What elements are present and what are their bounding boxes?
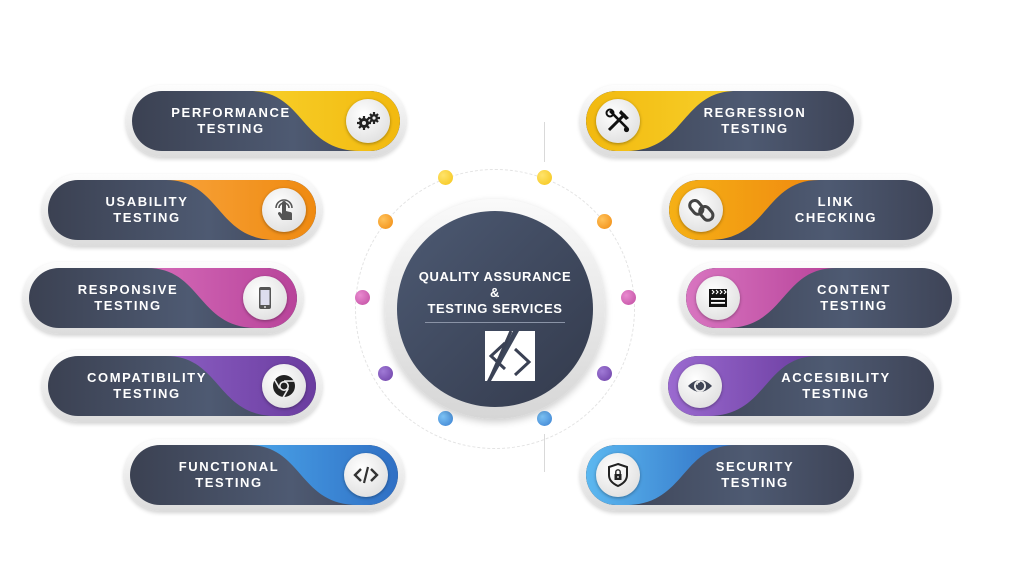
chrome-browser-icon: [262, 364, 306, 408]
orbit-dot-magenta: [355, 290, 370, 305]
service-label: TESTING: [721, 475, 789, 490]
service-label: CHECKING: [794, 210, 878, 225]
service-label: RESPONSIVE: [77, 282, 179, 297]
gears-icon: [346, 99, 390, 143]
code-tag-icon: [344, 453, 388, 497]
eye-icon: [678, 364, 722, 408]
orbit-ring: [355, 169, 635, 449]
orbit-dot-purple: [378, 366, 393, 381]
orbit-dot-blue: [537, 411, 552, 426]
service-label: TESTING: [195, 475, 263, 490]
chain-link-icon: [679, 188, 723, 232]
service-label: TESTING: [802, 386, 870, 401]
center-hub: QUALITY ASSURANCE & TESTING SERVICES: [385, 199, 605, 419]
service-label: REGRESSION: [703, 105, 807, 120]
orbit-dot-yellow: [537, 170, 552, 185]
shield-lock-icon: [596, 453, 640, 497]
touch-hand-icon: [262, 188, 306, 232]
service-label: TESTING: [820, 298, 888, 313]
orbit-dot-yellow: [438, 170, 453, 185]
service-label: CONTENT: [816, 282, 892, 297]
orbit-dot-blue: [438, 411, 453, 426]
clapperboard-icon: [696, 276, 740, 320]
service-label: TESTING: [94, 298, 162, 313]
center-title-line: QUALITY ASSURANCE: [418, 269, 572, 284]
hammer-wrench-icon: [596, 99, 640, 143]
center-title-line: &: [490, 285, 500, 300]
service-label: LINK: [817, 194, 855, 209]
service-label: COMPATIBILITY: [87, 370, 207, 385]
connector-line-top: [544, 122, 545, 162]
service-label: FUNCTIONAL: [178, 459, 280, 474]
service-label: SECURITY: [715, 459, 795, 474]
service-label: TESTING: [197, 121, 265, 136]
service-label: ACCESIBILITY: [781, 370, 891, 385]
orbit-dot-magenta: [621, 290, 636, 305]
service-label: USABILITY: [105, 194, 189, 209]
center-title: QUALITY ASSURANCE & TESTING SERVICES: [397, 269, 593, 317]
orbit-dot-purple: [597, 366, 612, 381]
smartphone-icon: [243, 276, 287, 320]
service-label: PERFORMANCE: [171, 105, 291, 120]
center-title-line: TESTING SERVICES: [427, 301, 563, 316]
service-label: TESTING: [113, 210, 181, 225]
orbit-dot-orange: [597, 214, 612, 229]
center-core: QUALITY ASSURANCE & TESTING SERVICES: [397, 211, 593, 407]
orbit-dot-orange: [378, 214, 393, 229]
service-label: TESTING: [721, 121, 789, 136]
center-divider: [425, 322, 565, 323]
service-label: TESTING: [113, 386, 181, 401]
connector-line-bottom: [544, 434, 545, 472]
code-slash-logo-icon: [485, 330, 535, 382]
